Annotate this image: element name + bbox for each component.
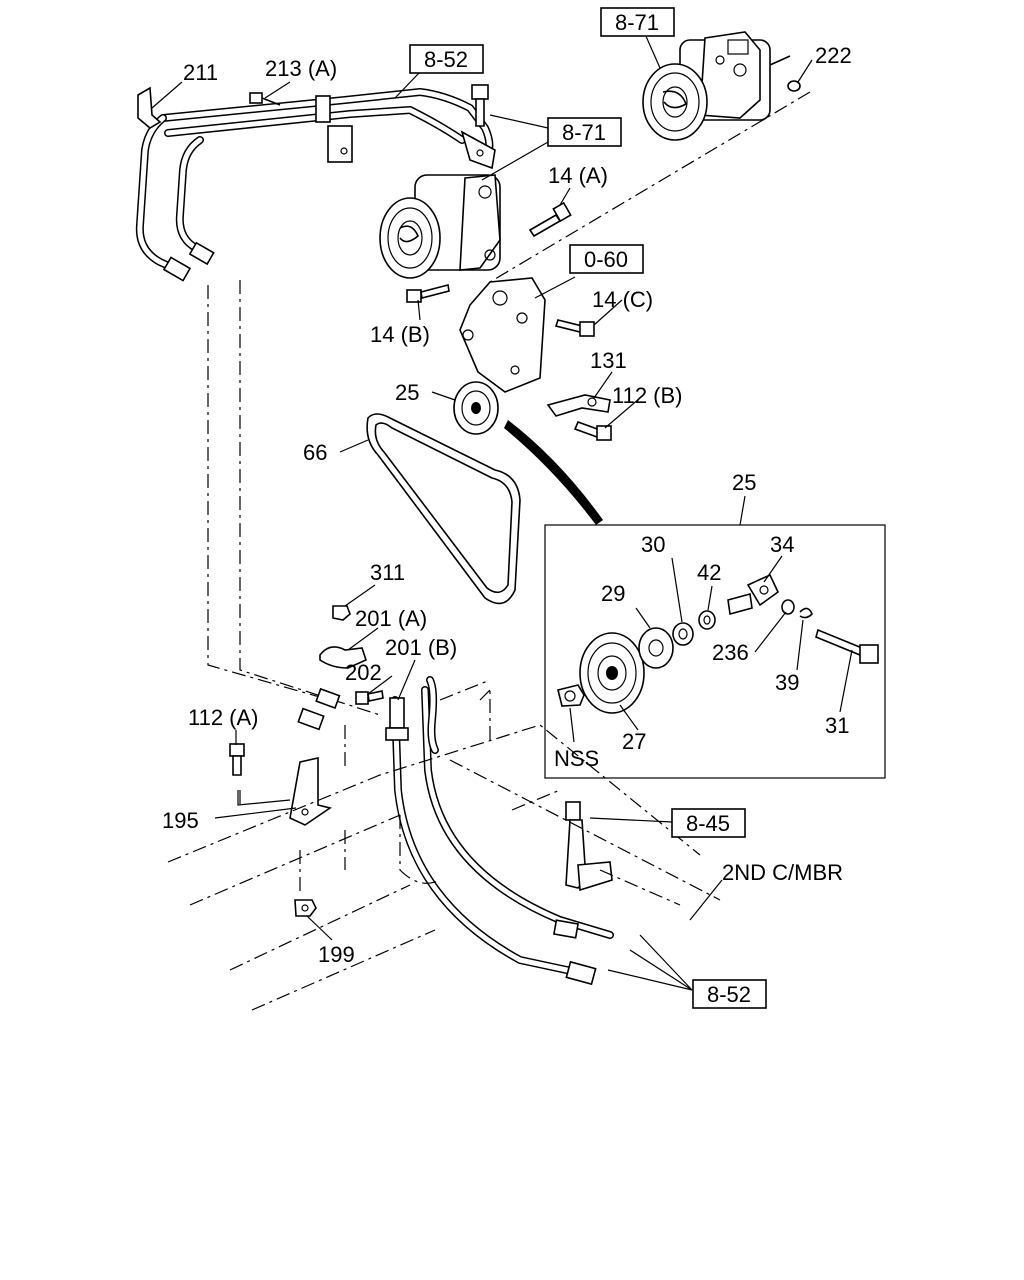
nut-199 [294,899,317,917]
callout-29: 29 [601,581,625,606]
ref-label-8-45: 8-45 [686,811,730,836]
assembly-centerline [489,91,811,283]
chassis-frame [167,679,721,1011]
compressor-assembly [379,130,501,279]
ref-box-8-52-top: 8-52 [409,44,484,74]
bolt-112a [229,743,245,776]
callout-2nd-cmbr: 2ND C/MBR [722,860,843,885]
ref-box-8-71-mid: 8-71 [547,117,622,147]
pulley-27 [579,632,645,714]
callout-25-detail: 25 [732,470,756,495]
callout-211: 211 [183,60,218,85]
refrigerant-hose-bottom [391,676,614,979]
clamp-201b [385,697,409,741]
callout-nss: NSS [554,746,599,771]
spacer-42 [698,610,716,630]
callout-222: 222 [815,43,852,68]
drive-belt-66 [366,413,521,605]
bracket-131 [546,394,611,417]
hose-clip-211 [137,86,162,129]
callout-34: 34 [770,532,794,557]
callout-195: 195 [162,808,199,833]
callout-14b: 14 (B) [370,322,430,347]
callout-30: 30 [641,532,665,557]
ref-label-8-52-bottom: 8-52 [707,982,751,1007]
callout-31: 31 [825,713,849,738]
ref-box-8-71-top: 8-71 [600,7,675,37]
bracket-845 [565,801,613,892]
callout-201b: 201 (B) [385,635,457,660]
clip-39 [799,607,813,619]
bracket-pointer [237,790,291,806]
compressor-variant [642,31,791,141]
ref-label-8-52-top: 8-52 [424,47,468,72]
callout-27: 27 [622,729,646,754]
idler-pulley-25 [453,381,499,435]
bolt-112b [573,420,612,441]
ref-label-8-71-top: 8-71 [615,10,659,35]
washer-222 [787,80,801,92]
hose-fittings-bottom [297,687,597,986]
callout-131: 131 [590,348,627,373]
callout-112b: 112 (B) [612,383,683,408]
bolt-202 [355,690,384,705]
washer-29 [638,627,674,669]
callout-202: 202 [345,660,382,685]
callout-201a: 201 (A) [355,606,427,631]
mounting-bracket [459,277,546,393]
bolt-14a [528,201,572,238]
bolt-14c [554,319,595,337]
ref-label-8-71-mid: 8-71 [562,120,606,145]
detail-arrow [504,420,603,525]
callout-25-main: 25 [395,380,419,405]
callout-236: 236 [712,640,749,665]
shaft-34 [727,573,780,616]
hose-fittings-left [162,95,353,282]
bolt-31 [815,628,879,664]
ref-box-8-52-bottom: 8-52 [692,979,767,1009]
callout-14c: 14 (C) [592,287,653,312]
callout-39: 39 [775,670,799,695]
callout-311: 311 [370,560,405,585]
bolt-upper-compressor [471,84,489,127]
detail-frame [544,524,886,779]
clamp-201a [319,646,367,669]
ref-box-8-45: 8-45 [671,808,746,838]
nss-nut [557,684,585,707]
hose-centerline-a [207,285,331,701]
callout-213a: 213 (A) [265,56,337,81]
bearing-30 [672,622,694,646]
bracket-195 [289,757,332,826]
ref-box-0-60: 0-60 [569,244,644,274]
leader-lines [151,33,853,991]
callout-42: 42 [697,560,721,585]
bolt-14b [406,284,450,303]
washer-236 [781,599,795,615]
callout-199: 199 [318,942,355,967]
ref-label-0-60: 0-60 [584,247,628,272]
nut-311 [332,605,351,621]
bolt-213a [249,92,281,106]
callout-14a: 14 (A) [548,163,608,188]
callout-112a: 112 (A) [188,705,259,730]
callout-66: 66 [303,440,327,465]
